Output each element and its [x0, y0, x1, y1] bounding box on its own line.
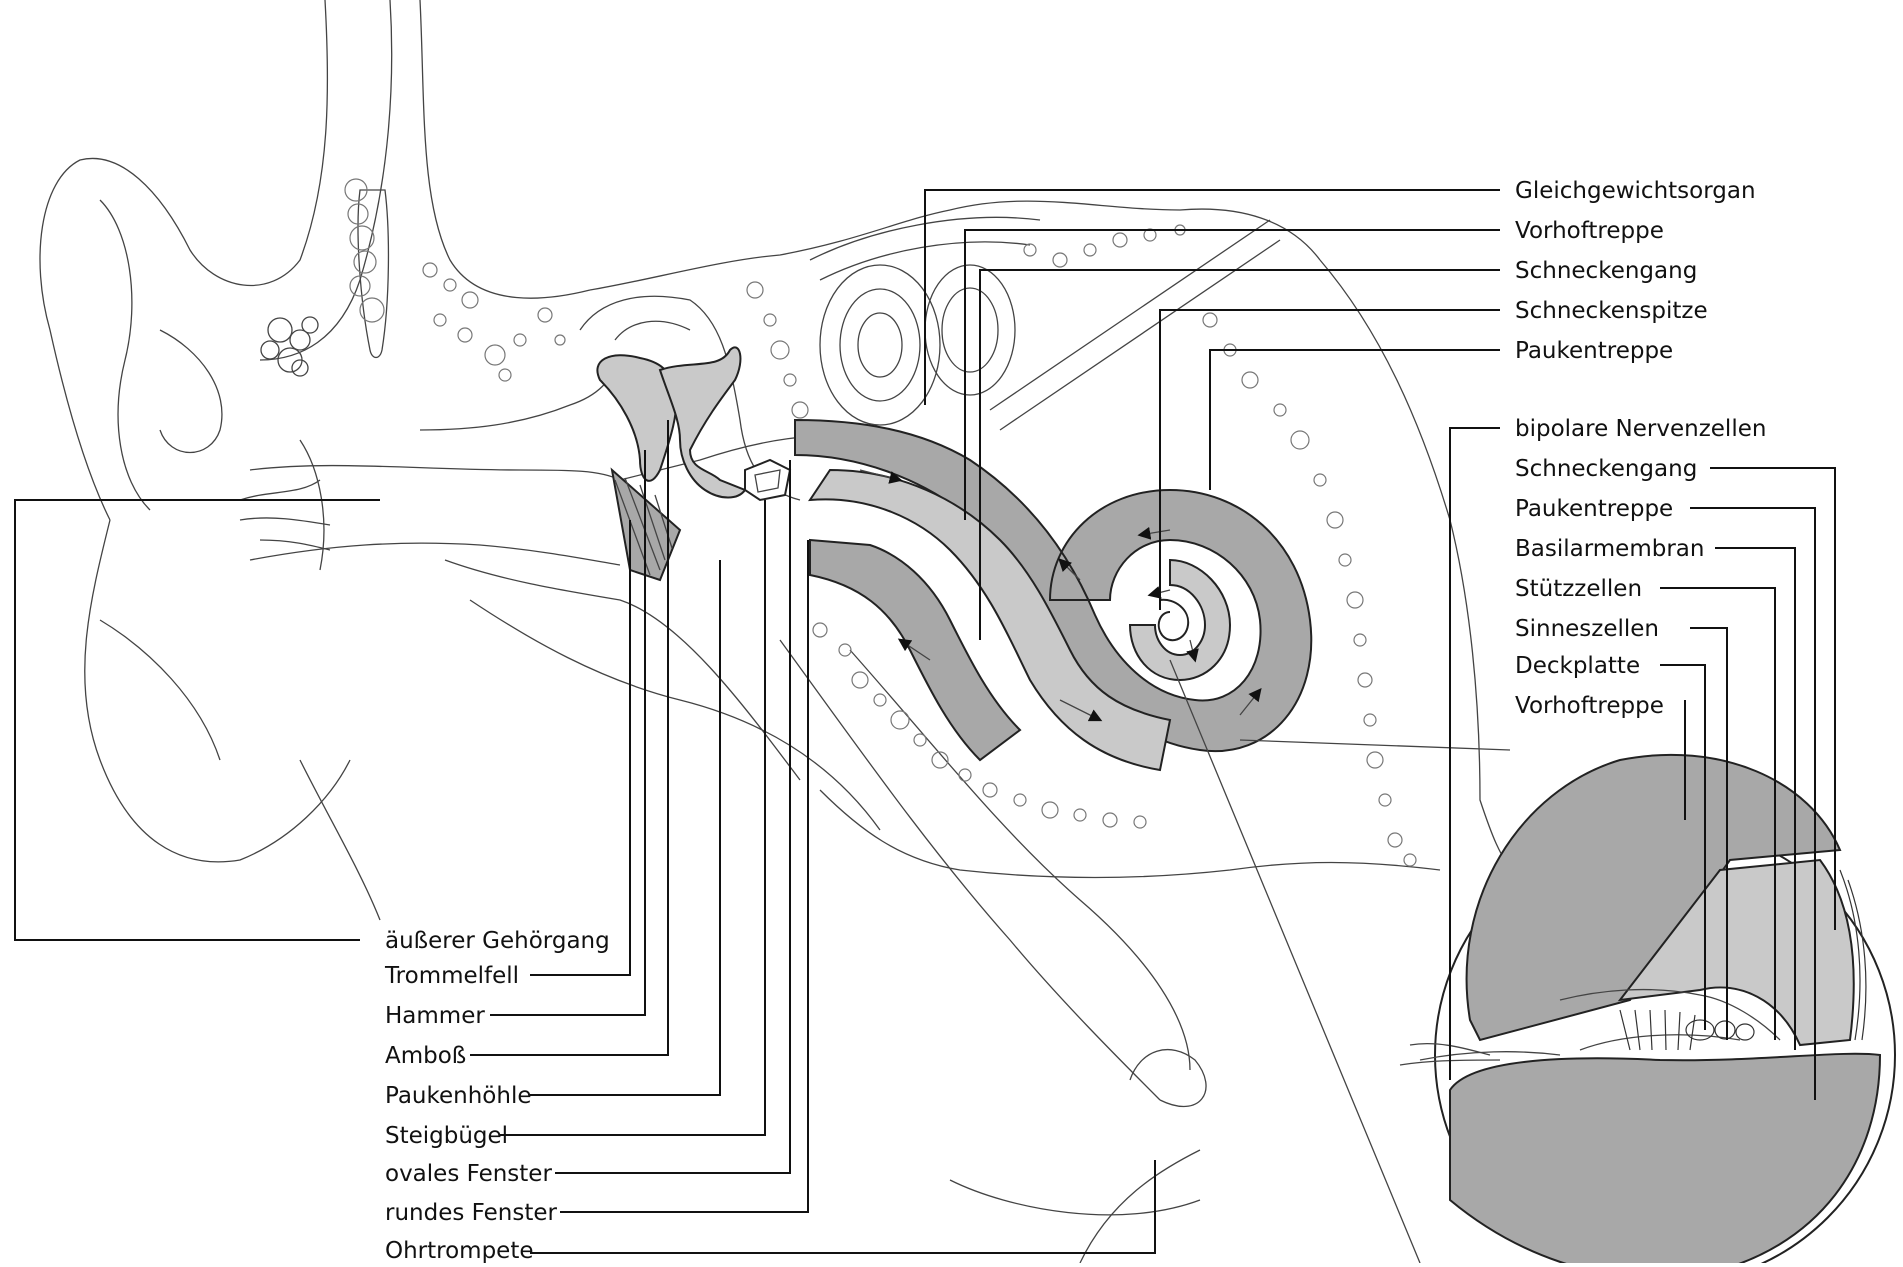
- outer-ear-outline: [40, 0, 620, 920]
- label-vorhoftreppe: Vorhoftreppe: [1515, 218, 1664, 244]
- top-right-label-group: Gleichgewichtsorgan Vorhoftreppe Schneck…: [1515, 178, 1756, 364]
- label-bipolare-nervenzellen: bipolare Nervenzellen: [1515, 416, 1766, 442]
- label-rundes-fenster: rundes Fenster: [385, 1200, 558, 1226]
- label-sinneszellen: Sinneszellen: [1515, 616, 1659, 642]
- detail-label-group: bipolare Nervenzellen Schneckengang Pauk…: [1515, 416, 1766, 719]
- label-ohrtrompete: Ohrtrompete: [385, 1238, 534, 1263]
- label-trommelfell: Trommelfell: [384, 963, 519, 989]
- ossicles: [597, 347, 790, 580]
- label-hammer: Hammer: [385, 1003, 485, 1029]
- label-schneckengang: Schneckengang: [1515, 258, 1697, 284]
- label-schneckenspitze: Schneckenspitze: [1515, 298, 1708, 324]
- label-vorhoftreppe-detail: Vorhoftreppe: [1515, 693, 1664, 719]
- label-paukentreppe: Paukentreppe: [1515, 338, 1673, 364]
- label-gleichgewichtsorgan: Gleichgewichtsorgan: [1515, 178, 1756, 204]
- cochlea: [795, 420, 1311, 770]
- label-basilarmembran: Basilarmembran: [1515, 536, 1704, 562]
- cochlea-apex: [1159, 600, 1188, 640]
- stapes-shape: [745, 460, 790, 500]
- label-schneckengang-detail: Schneckengang: [1515, 456, 1697, 482]
- label-deckplatte: Deckplatte: [1515, 653, 1640, 679]
- label-paukentreppe-detail: Paukentreppe: [1515, 496, 1673, 522]
- label-steigbuegel: Steigbügel: [385, 1123, 508, 1149]
- cochlea-cross-section: [1170, 660, 1895, 1263]
- label-paukenhoehle: Paukenhöhle: [385, 1083, 532, 1109]
- label-aeusserer-gehoergang: äußerer Gehörgang: [385, 928, 610, 954]
- label-amboss: Amboß: [385, 1043, 466, 1069]
- label-stuetzzellen: Stützzellen: [1515, 576, 1642, 602]
- label-ovales-fenster: ovales Fenster: [385, 1161, 552, 1187]
